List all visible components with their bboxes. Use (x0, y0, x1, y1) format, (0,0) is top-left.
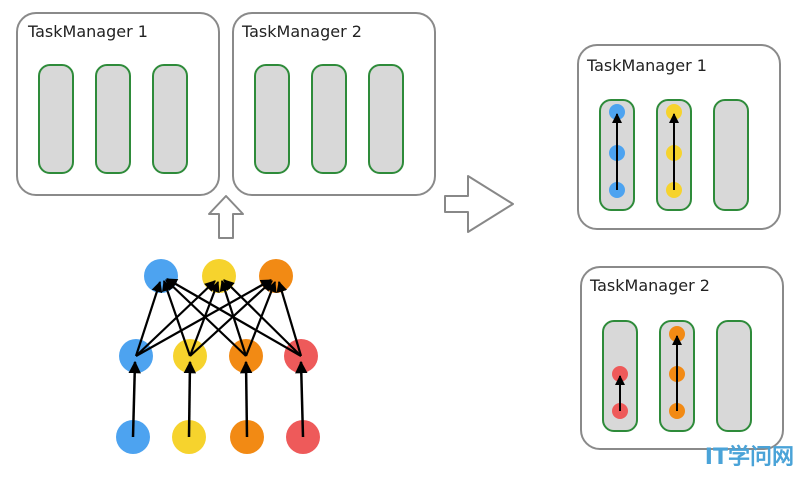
taskmanager-1-box: TaskManager 1 (16, 12, 220, 196)
upper-edges (134, 278, 303, 357)
task-slot (254, 64, 290, 174)
task-slot (716, 320, 752, 432)
taskmanager-1-title: TaskManager 1 (28, 22, 148, 41)
taskmanager-1-result-title: TaskManager 1 (587, 56, 707, 75)
task-slot (311, 64, 347, 174)
task-slot (368, 64, 404, 174)
result-chain-orange (669, 326, 685, 419)
up-arrow-icon (208, 195, 244, 239)
result-chain-red (612, 366, 628, 419)
task-slot (152, 64, 188, 174)
watermark-logo: IT学问网 (704, 445, 794, 470)
taskmanager-2-result-title: TaskManager 2 (590, 276, 710, 295)
taskmanager-2-result-box: TaskManager 2 (580, 266, 784, 450)
taskmanager-2-box: TaskManager 2 (232, 12, 436, 196)
taskmanager-2-title: TaskManager 2 (242, 22, 362, 41)
task-slot (713, 99, 749, 211)
task-slot (38, 64, 74, 174)
result-chain-yellow (666, 104, 682, 198)
taskmanager-1-result-box: TaskManager 1 (577, 44, 781, 230)
task-slot (95, 64, 131, 174)
result-chain-blue (609, 104, 625, 198)
source-layer (116, 420, 320, 454)
right-arrow-icon (444, 175, 514, 233)
lower-edges (128, 360, 308, 438)
